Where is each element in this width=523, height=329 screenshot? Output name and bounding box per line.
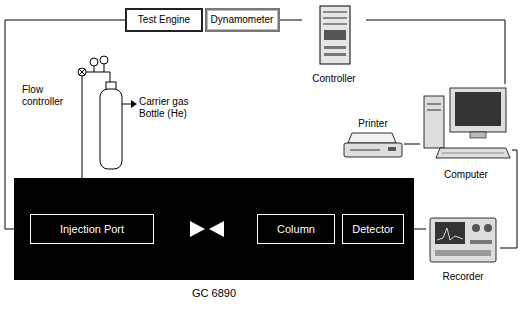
injection-port-box: Injection Port — [30, 214, 154, 244]
signal-line — [280, 20, 303, 21]
detector-box: Detector — [342, 214, 404, 244]
dynamometer-box: Dynamometer — [205, 8, 280, 32]
controller-unit: Controller — [302, 4, 366, 84]
node-text: Test Engine — [138, 14, 190, 26]
gc-instrument: Injection PortColumnDetectorGC 6890 — [14, 178, 414, 280]
node-text: Dynamometer — [211, 14, 274, 26]
printer-unit: Printer — [342, 118, 404, 162]
signal-line — [500, 150, 517, 248]
recorder-unit: Recorder — [426, 214, 500, 282]
node-text: Computer — [444, 169, 488, 181]
printer-icon — [344, 133, 402, 157]
computer-unit: Computer — [420, 84, 512, 180]
column-box: Column — [257, 214, 335, 244]
node-text: Column — [277, 223, 315, 236]
flow-valve — [78, 56, 108, 76]
signal-line — [366, 20, 505, 84]
node-text: Recorder — [442, 271, 483, 283]
controller-icon — [320, 6, 350, 64]
node-text: Injection Port — [60, 223, 124, 236]
gas-bottle — [100, 82, 122, 169]
signal-line — [5, 20, 125, 229]
engine-box: Test Engine — [125, 8, 203, 32]
flow-controller-label: Flow controller — [22, 84, 76, 107]
node-text: GC 6890 — [192, 287, 236, 300]
gas-bottle-label: Carrier gas Bottle (He) — [139, 96, 211, 119]
node-text: Detector — [352, 223, 394, 236]
bowtie-symbol — [190, 221, 224, 237]
signal-line — [404, 229, 426, 230]
node-text: Controller — [312, 73, 355, 85]
gc-body — [14, 178, 414, 280]
computer-icon — [424, 88, 510, 158]
node-text: Printer — [358, 118, 387, 130]
signal-line — [404, 144, 420, 145]
leader-arrow — [122, 100, 137, 108]
recorder-icon — [430, 218, 496, 262]
